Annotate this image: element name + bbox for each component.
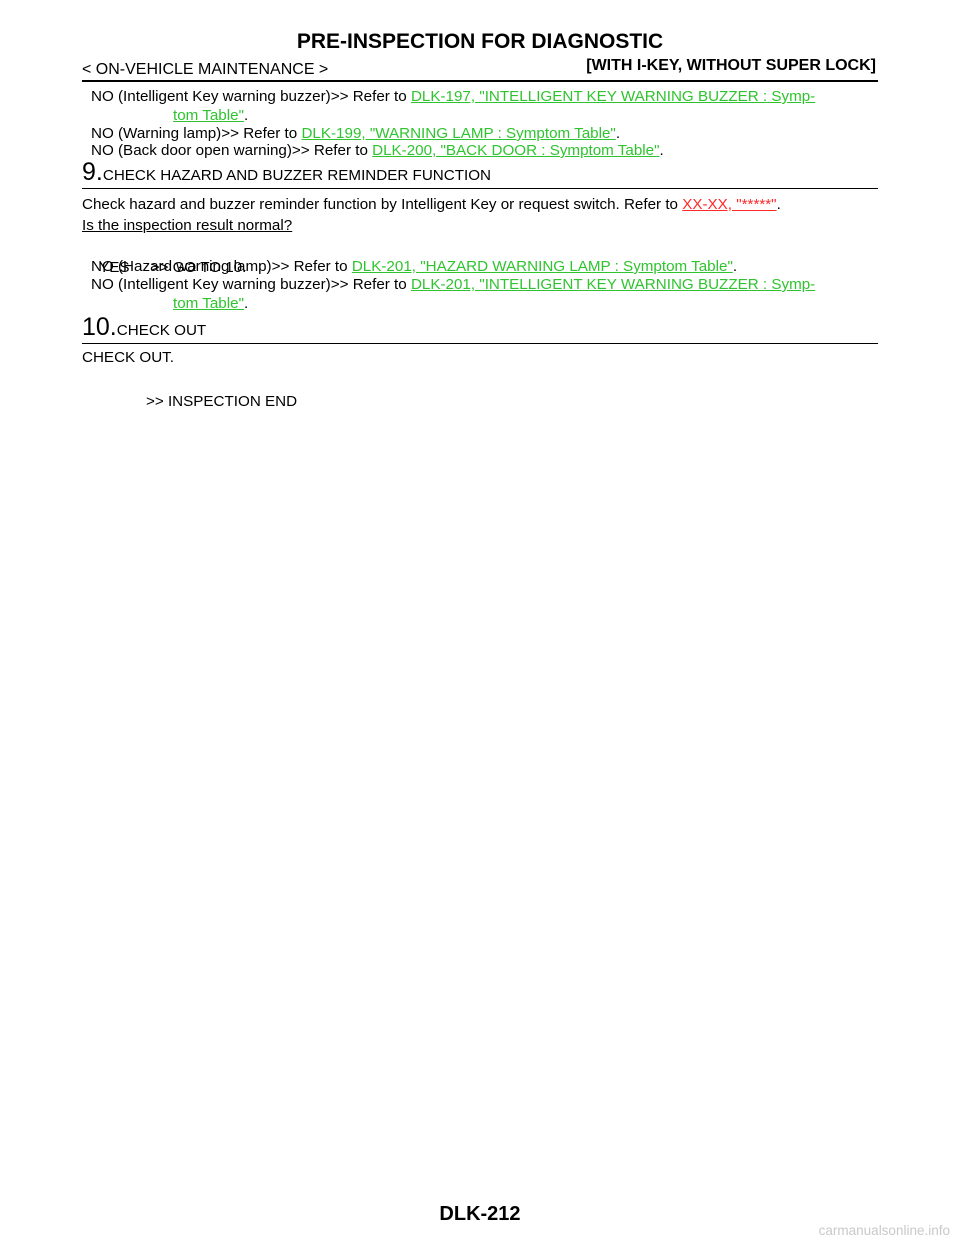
result-line-continuation: tom Table". bbox=[173, 107, 249, 124]
result-line: >> INSPECTION END bbox=[146, 393, 298, 410]
step-rule bbox=[82, 188, 878, 189]
variant-label: [WITH I-KEY, WITHOUT SUPER LOCK] bbox=[586, 57, 876, 74]
step-rule bbox=[82, 343, 878, 344]
result-line: NO (Back door open warning)>> Refer to D… bbox=[91, 142, 664, 159]
section-label: < ON-VEHICLE MAINTENANCE > bbox=[82, 61, 329, 78]
reference-link[interactable]: tom Table" bbox=[173, 295, 244, 312]
inspection-question: Is the inspection result normal? bbox=[82, 217, 293, 234]
step-instruction: Check hazard and buzzer reminder functio… bbox=[82, 196, 781, 213]
step-9-heading: 9.CHECK HAZARD AND BUZZER REMINDER FUNCT… bbox=[82, 158, 491, 187]
header-rule bbox=[82, 80, 878, 82]
reference-link[interactable]: DLK-201, "INTELLIGENT KEY WARNING BUZZER… bbox=[410, 276, 816, 293]
result-line: YES >> GO TO 10. bbox=[99, 259, 247, 276]
result-line: NO (Intelligent Key warning buzzer)>> Re… bbox=[91, 88, 816, 105]
step-10-heading: 10.CHECK OUT bbox=[82, 313, 206, 342]
result-line: NO (Intelligent Key warning buzzer)>> Re… bbox=[91, 276, 816, 293]
page-number: DLK-212 bbox=[439, 1203, 521, 1225]
step-title: CHECK OUT bbox=[116, 322, 207, 339]
result-line: NO (Warning lamp)>> Refer to DLK-199, "W… bbox=[91, 125, 621, 142]
reference-link[interactable]: XX-XX, "*****" bbox=[682, 196, 777, 213]
result-line: NO (Hazard warning lamp)>> Refer to DLK-… bbox=[91, 258, 738, 275]
step-number: 9. bbox=[82, 158, 103, 186]
page-title: PRE-INSPECTION FOR DIAGNOSTIC bbox=[296, 30, 664, 53]
reference-link[interactable]: DLK-200, "BACK DOOR : Symptom Table" bbox=[372, 142, 660, 159]
result-line-continuation: tom Table". bbox=[173, 295, 249, 312]
step-number: 10. bbox=[82, 313, 117, 341]
reference-link[interactable]: DLK-199, "WARNING LAMP : Symptom Table" bbox=[301, 125, 616, 142]
step-instruction: CHECK OUT. bbox=[82, 349, 174, 366]
reference-link[interactable]: tom Table" bbox=[173, 107, 244, 124]
watermark: carmanualsonline.info bbox=[818, 1223, 950, 1238]
step-title: CHECK HAZARD AND BUZZER REMINDER FUNCTIO… bbox=[102, 167, 492, 184]
reference-link[interactable]: DLK-201, "HAZARD WARNING LAMP : Symptom … bbox=[351, 258, 733, 275]
reference-link[interactable]: DLK-197, "INTELLIGENT KEY WARNING BUZZER… bbox=[410, 88, 816, 105]
